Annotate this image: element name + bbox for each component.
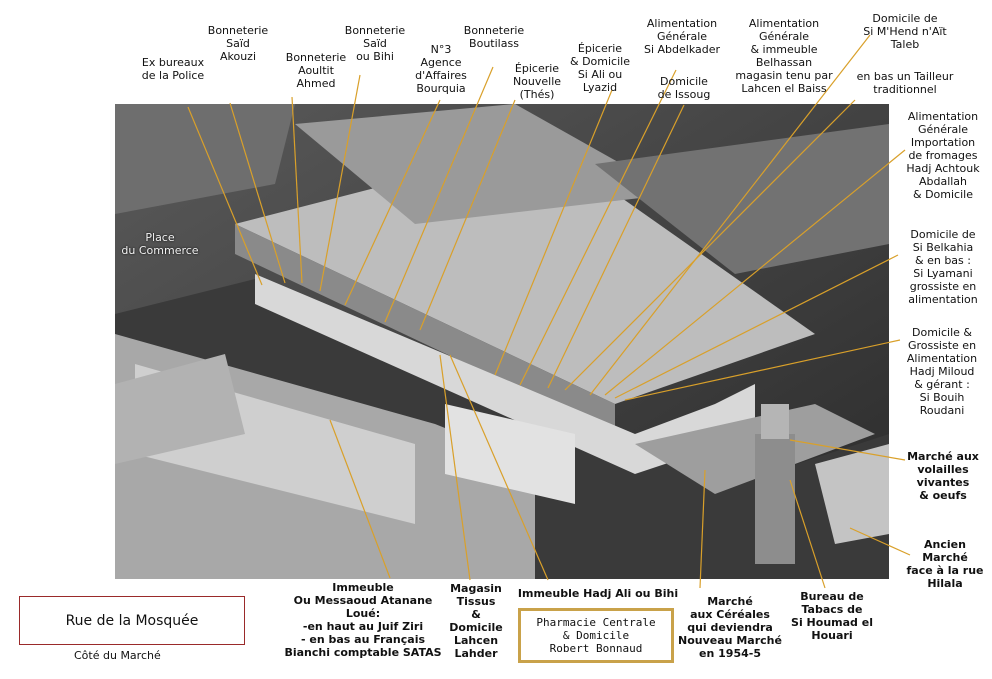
label-taleb: Domicile de Si M'Hend n'Aït Taleb [863, 12, 947, 51]
label-cereales: Marché aux Céréales qui deviendra Nouvea… [678, 595, 782, 660]
label-agence: N°3 Agence d'Affaires Bourquia [415, 43, 467, 95]
place-du-commerce-label: Place du Commerce [121, 231, 199, 257]
label-abdelkader: Alimentation Générale Si Abdelkader [643, 17, 721, 56]
label-volailles: Marché aux volailles vivantes & oeufs [907, 450, 979, 502]
label-belhassan: Alimentation Générale & immeuble Belhass… [735, 17, 833, 95]
label-atanane: Immeuble Ou Messaoud Atanane Loué: -en h… [284, 581, 442, 659]
label-tabacs: Bureau de Tabacs de Si Houmad el Houari [791, 590, 873, 642]
page-title: Rue de la Mosquée [19, 596, 245, 645]
label-epicerie-ali: Épicerie & Domicile Si Ali ou Lyazid [570, 42, 630, 94]
label-hadj-ali: Immeuble Hadj Ali ou Bihi [517, 587, 679, 600]
label-miloud: Domicile & Grossiste en Alimentation Had… [906, 326, 978, 417]
label-magasin-tissus: Magasin Tissus & Domicile Lahcen Lahder [449, 582, 503, 660]
label-aoultit: Bonneterie Aoultit Ahmed [285, 51, 347, 90]
label-issoug: Domicile de Issoug [657, 75, 711, 101]
label-boutilass: Bonneterie Boutilass [463, 24, 525, 50]
aerial-photo: Place du Commerce [115, 104, 889, 579]
photo-buildings [115, 104, 889, 579]
page-caption: Côté du Marché [74, 649, 161, 662]
label-belkahia: Domicile de Si Belkahia & en bas : Si Ly… [908, 228, 978, 306]
label-bihi: Bonneterie Saïd ou Bihi [344, 24, 406, 63]
label-tailleur: en bas un Tailleur traditionnel [856, 70, 954, 96]
pharmacie-box: Pharmacie Centrale & Domicile Robert Bon… [518, 608, 674, 663]
label-ancien-marche: Ancien Marché face à la rue Hilala [906, 538, 984, 590]
label-akouzi: Bonneterie Saïd Akouzi [207, 24, 269, 63]
label-epicerie-nouvelle: Épicerie Nouvelle (Thés) [512, 62, 562, 101]
label-achtouk: Alimentation Générale Importation de fro… [906, 110, 980, 201]
label-police: Ex bureaux de la Police [141, 56, 205, 82]
